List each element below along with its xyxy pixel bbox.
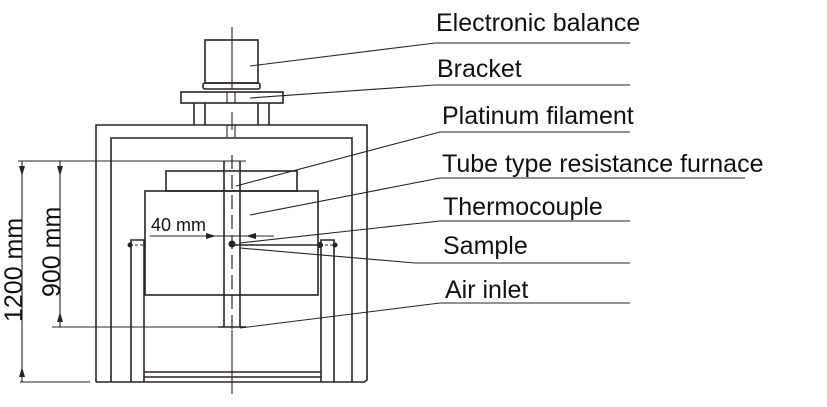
dimension-40 xyxy=(150,233,274,239)
bracket-shape xyxy=(180,91,284,137)
label-bracket: Bracket xyxy=(437,55,522,83)
label-electronic-balance: Electronic balance xyxy=(436,9,640,37)
label-air-inlet: Air inlet xyxy=(445,276,528,304)
dimension-1200-label: 1200 mm xyxy=(0,218,28,322)
dimension-900-label: 900 mm xyxy=(38,207,66,297)
sample-assembly xyxy=(228,240,323,248)
dimension-900 xyxy=(52,161,246,328)
label-tube-furnace: Tube type resistance furnace xyxy=(442,150,763,178)
label-thermocouple: Thermocouple xyxy=(443,193,603,221)
dimension-40-label: 40 mm xyxy=(151,215,206,235)
electronic-balance-shape xyxy=(202,27,261,90)
side-supports xyxy=(127,239,338,382)
dimension-1200 xyxy=(19,161,90,383)
label-sample: Sample xyxy=(443,232,528,260)
outer-frame xyxy=(95,124,368,383)
label-platinum-filament: Platinum filament xyxy=(442,102,634,130)
leader-lines xyxy=(235,42,745,329)
